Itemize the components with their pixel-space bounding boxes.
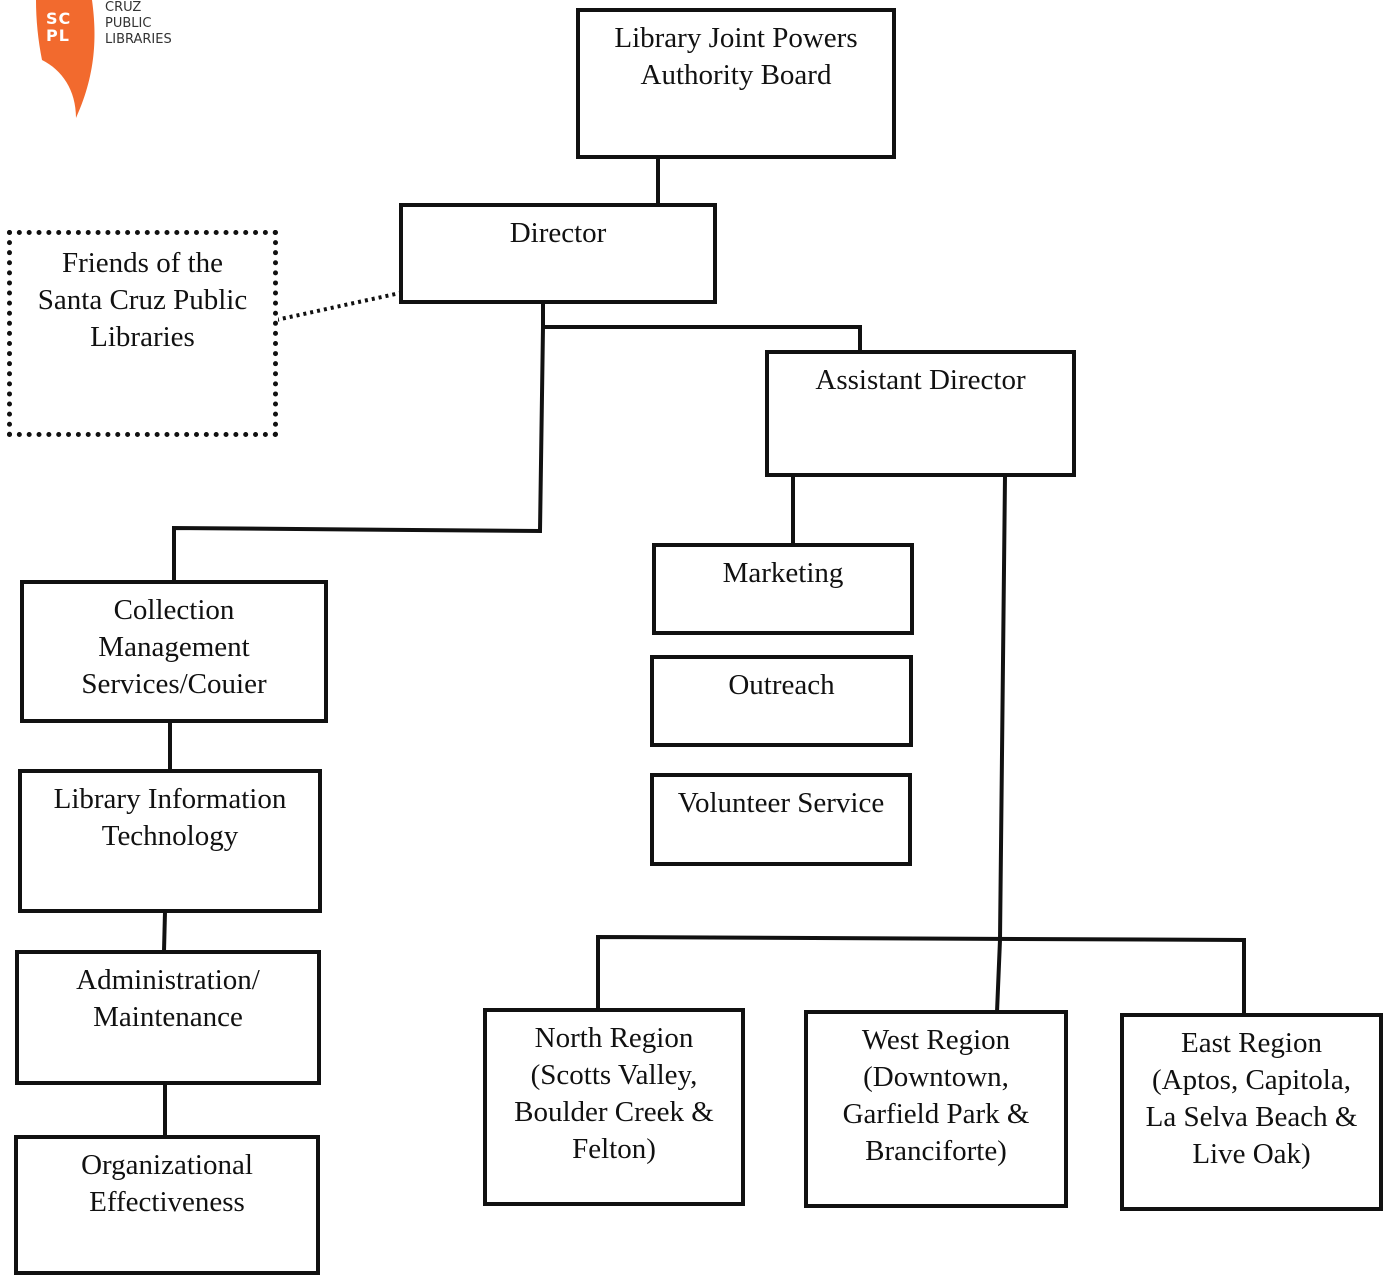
line-director-assistant [541,303,862,351]
line-director-collection [172,326,545,581]
line-assistant-regions [995,475,1007,1013]
node-volunteer-line: Volunteer Service [677,787,885,819]
logo-flame-icon [36,0,95,118]
node-north-region-line: Boulder Creek & [514,1096,714,1128]
scpl-logo: SC PL CRUZ PUBLIC LIBRARIES [32,0,192,120]
line-friends-dotted [275,291,401,322]
node-west-region-line: Branciforte) [865,1135,1007,1167]
node-board-line: Authority Board [640,59,832,91]
logo-words: CRUZ PUBLIC LIBRARIES [105,0,172,47]
node-west-region-line: (Downtown, [863,1061,1009,1093]
node-east-region-line: East Region [1181,1027,1322,1059]
logo-letters: SC PL [46,9,72,45]
node-admin-line: Administration/ [76,964,260,996]
node-collection: Collection Management Services/Couier [20,580,328,723]
node-friends-line: Friends of the [61,247,224,279]
node-board: Library Joint Powers Authority Board [576,8,896,159]
node-collection-line: Management [98,631,250,663]
node-marketing-line: Marketing [722,557,844,589]
node-east-region-line: (Aptos, Capitola, [1152,1064,1351,1096]
node-lit-line: Library Information [53,783,287,815]
node-assistant-director-line: Assistant Director [815,364,1026,396]
node-admin: Administration/ Maintenance [15,950,321,1085]
node-west-region: West Region (Downtown, Garfield Park & B… [804,1010,1068,1208]
node-assistant-director: Assistant Director [765,350,1076,477]
node-friends-line: Santa Cruz Public [37,284,248,316]
node-outreach: Outreach [650,655,913,747]
node-admin-line: Maintenance [93,1001,243,1033]
line-lit-admin [162,911,167,952]
node-org-effectiveness-line: Organizational [81,1149,253,1181]
line-regions-bus [596,934,1246,1014]
node-collection-line: Collection [113,594,235,626]
node-north-region-line: Felton) [572,1133,656,1165]
node-lit: Library Information Technology [18,769,322,913]
node-north-region: North Region (Scotts Valley, Boulder Cre… [483,1008,745,1206]
node-east-region: East Region (Aptos, Capitola, La Selva B… [1120,1013,1383,1211]
node-friends-line: Libraries [90,321,195,353]
node-director-line: Director [509,217,607,249]
node-north-region-line: (Scotts Valley, [530,1059,698,1091]
node-north-region-line: North Region [534,1022,694,1054]
node-east-region-line: Live Oak) [1192,1138,1311,1170]
node-friends: Friends of the Santa Cruz Public Librari… [7,230,278,437]
node-west-region-line: Garfield Park & [842,1098,1030,1130]
node-board-line: Library Joint Powers [614,22,858,54]
node-org-effectiveness-line: Effectiveness [89,1186,245,1218]
node-director: Director [399,203,717,304]
node-lit-line: Technology [101,820,239,852]
node-volunteer: Volunteer Service [650,773,912,866]
node-org-effectiveness: Organizational Effectiveness [14,1135,320,1275]
node-collection-line: Services/Couier [81,668,267,700]
node-marketing: Marketing [652,543,914,635]
node-west-region-line: West Region [861,1024,1011,1056]
node-outreach-line: Outreach [728,669,835,701]
node-east-region-line: La Selva Beach & [1145,1101,1358,1133]
